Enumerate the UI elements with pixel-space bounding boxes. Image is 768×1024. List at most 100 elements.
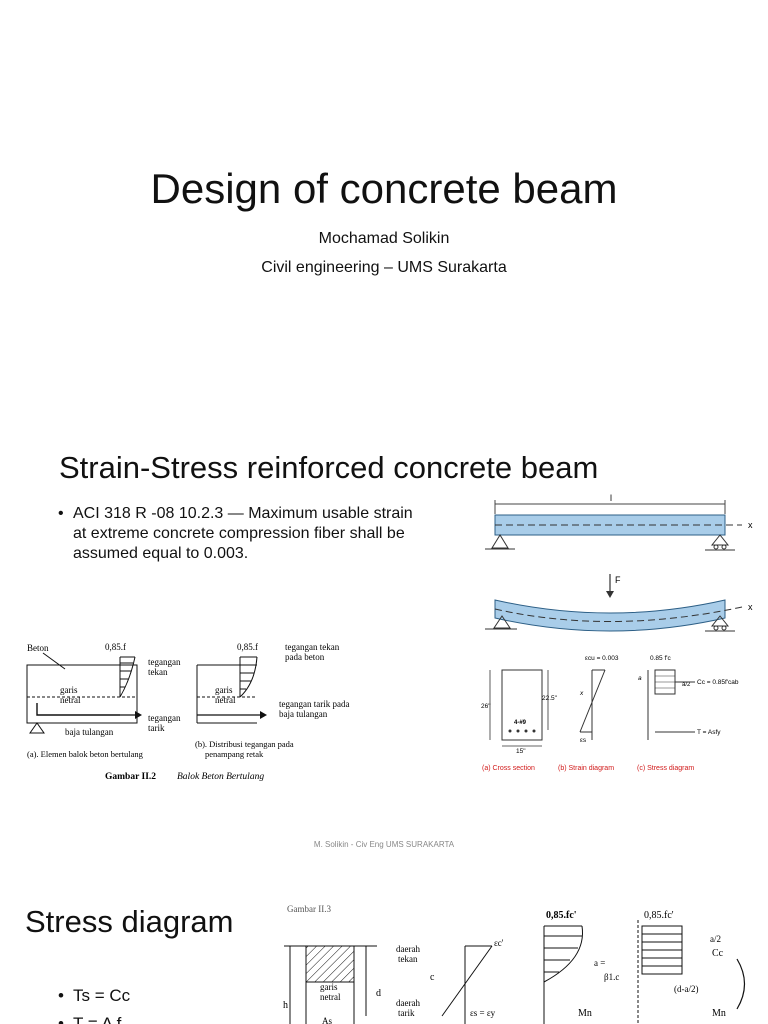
- rebar-a: [36, 703, 120, 716]
- label-tekan-a1: tegangan: [148, 657, 181, 667]
- label-fc-1: 0,85.fc': [546, 910, 577, 921]
- label-netral-a: netral: [60, 695, 81, 705]
- label-ecu: εcu = 0.003: [585, 655, 619, 662]
- figure-number-top: Gambar II.3: [287, 904, 331, 914]
- bullet-dot-icon: •: [58, 505, 64, 522]
- figure-number: Gambar II.2: [105, 772, 156, 782]
- rebar-dot-3: [524, 729, 528, 733]
- leader-beton: [42, 652, 66, 670]
- rebar-dot-4: [532, 729, 536, 733]
- bullet-1-text: Ts = Cc: [73, 986, 131, 1005]
- label-26: 26": [481, 703, 491, 710]
- label-15: 15": [516, 748, 526, 755]
- slide-title: Strain-Stress reinforced concrete beam: [59, 450, 599, 485]
- label-a-eq: a =: [594, 958, 605, 968]
- caption-strain: (b) Strain diagram: [558, 765, 614, 772]
- bullet-dot-icon: •: [58, 986, 64, 1005]
- label-garis-b: garis: [215, 685, 233, 695]
- label-tarik-a1: tegangan: [148, 713, 181, 723]
- author-name: Mochamad Solikin: [318, 230, 450, 247]
- label-cc: Cc = 0.85f'cab: [697, 679, 739, 686]
- label-tekan-b2: pada beton: [285, 652, 325, 662]
- label-fc-2: 0,85.fc': [644, 910, 674, 921]
- label-as: As: [322, 1016, 332, 1024]
- label-tekan: tekan: [398, 954, 418, 964]
- label-es: εs: [580, 737, 587, 744]
- bullet-line-1: ACI 318 R -08 10.2.3 — Maximum usable st…: [73, 505, 413, 522]
- label-tarik: tarik: [398, 1008, 415, 1018]
- label-225: 22.5": [542, 695, 558, 702]
- figure-balok-beton: Beton 0,85.f tegangan tekan garis netral…: [26, 642, 349, 782]
- label-cc-3: Cc: [712, 948, 724, 959]
- label-a: a: [638, 675, 642, 682]
- axis-x-label-1: x: [748, 520, 753, 530]
- bullet-t-asfy: • T = A f: [58, 1014, 122, 1024]
- caption-stress: (c) Stress diagram: [637, 765, 694, 772]
- roller-support-icon: [710, 534, 730, 546]
- compression-zone: [305, 945, 355, 983]
- beam-element: [26, 664, 138, 724]
- label-x: x: [579, 690, 584, 697]
- load-arrowhead-icon: [606, 591, 614, 598]
- label-tekan-a2: tekan: [148, 667, 168, 677]
- label-netral: netral: [320, 992, 341, 1002]
- label-garis: garis: [320, 982, 338, 992]
- bullet-line-3: assumed equal to 0.003.: [73, 545, 249, 562]
- bullet-ts-cc: • Ts = Cc: [58, 986, 131, 1006]
- slide-title: Design of concrete beam: [150, 165, 618, 212]
- pin-support-icon: [491, 534, 509, 549]
- stress-curve-a: [119, 656, 136, 698]
- strain-line-3: [441, 945, 493, 1017]
- caption-b1: (b). Distribusi tegangan pada: [195, 739, 294, 749]
- slide-footer: M. Solikin - Civ Eng UMS SURAKARTA: [313, 840, 455, 849]
- label-netral-b: netral: [215, 695, 236, 705]
- roller-wheel-3: [713, 625, 719, 631]
- label-tarik-a2: tarik: [148, 723, 165, 733]
- pin-support-2-icon: [493, 615, 511, 629]
- support-a-icon: [29, 722, 45, 734]
- label-daerah-1: daerah: [396, 944, 420, 954]
- label-baja-a: baja tulangan: [65, 727, 114, 737]
- caption-a: (a). Elemen balok beton bertulang: [27, 749, 144, 759]
- label-d-a2: (d-a/2): [674, 984, 699, 994]
- load-label: F: [615, 575, 621, 585]
- moment-arrow-icon: [736, 958, 746, 1010]
- label-b1c: β1.c: [604, 972, 619, 982]
- label-es-ey: εs = εy: [470, 1008, 496, 1018]
- stress1-curve: [543, 925, 584, 983]
- rebar-dot-2: [516, 729, 520, 733]
- strain-line: [579, 669, 606, 733]
- label-h: h: [283, 1000, 288, 1011]
- stress-curve-b: [239, 656, 258, 698]
- label-c: c: [430, 972, 435, 983]
- label-d: d: [376, 988, 381, 999]
- axis-x-label-2: x: [748, 602, 753, 612]
- title-slide: Design of concrete beam Mochamad Solikin…: [0, 0, 768, 430]
- label-tarik-b1: tegangan tarik pada: [279, 699, 349, 709]
- tension-arrowhead-a-icon: [135, 711, 142, 719]
- label-a2: a/2: [682, 682, 691, 688]
- label-mn-2: Mn: [712, 1008, 726, 1019]
- stress-diagram-figure: Gambar II.3 h garis netral As d daerah t…: [283, 904, 746, 1024]
- beam-bent: [494, 599, 726, 632]
- roller-support-2-icon: [710, 615, 730, 627]
- beam-axis-2: [494, 606, 743, 622]
- label-fc-b: 0,85.f: [237, 642, 258, 652]
- label-fc-stress: 0.85 f'c: [650, 655, 672, 662]
- label-daerah-2: daerah: [396, 998, 420, 1008]
- label-ec: εc': [494, 938, 504, 948]
- stress-diagram-slide: Stress diagram • Ts = Cc • T = A f Gamba…: [0, 860, 768, 1024]
- beam-diagram: l x F x: [485, 493, 753, 632]
- label-fc-a: 0,85.f: [105, 642, 126, 652]
- figure-cross-section: 26" 22.5" 4-#9 15" εcu = 0.003 x εs 0.85…: [481, 655, 739, 772]
- bullet-line-2: at extreme concrete compression fiber sh…: [73, 525, 405, 542]
- roller-wheel-4: [721, 625, 727, 631]
- bullet-dot-icon: •: [58, 1014, 64, 1024]
- figure-title: Balok Beton Bertulang: [177, 772, 264, 782]
- label-tarik-b2: baja tulangan: [279, 709, 328, 719]
- label-tekan-b1: tegangan tekan: [285, 642, 340, 652]
- label-beton: Beton: [27, 643, 49, 653]
- caption-b2: penampang retak: [205, 749, 264, 759]
- span-label: l: [610, 493, 612, 503]
- bullet-2-text: T = A f: [73, 1014, 122, 1024]
